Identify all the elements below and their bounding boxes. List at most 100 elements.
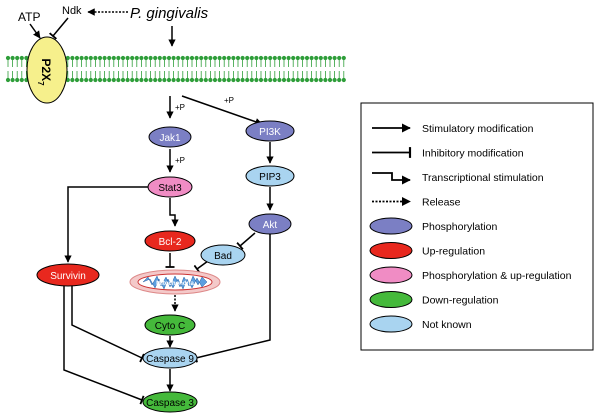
lipid-head [332, 55, 337, 61]
cytoc-label: Cyto C [155, 321, 186, 332]
lipid-head [176, 77, 181, 83]
lipid-head [235, 77, 241, 83]
lipid-head [189, 55, 195, 61]
bcl2-label: Bcl-2 [159, 237, 182, 248]
legend-label: Transcriptional stimulation [422, 172, 544, 184]
pathway-edges [63, 95, 274, 405]
pip3-label: PIP3 [259, 172, 281, 183]
lipid-head [74, 55, 80, 61]
lipid-head [309, 55, 314, 61]
lipid-head [93, 55, 98, 61]
lipid-head [226, 77, 231, 83]
lipid-head [304, 55, 310, 61]
lipid-head [15, 55, 20, 61]
lipid-head [323, 55, 328, 61]
lipid-head [341, 77, 346, 83]
phosphorylation-label-2: +P [224, 96, 234, 105]
lipid-head [5, 77, 11, 83]
lipid-head [295, 77, 300, 83]
lipid-head [263, 55, 268, 61]
lipid-head [88, 55, 93, 61]
lipid-head [139, 55, 144, 61]
lipid-head [70, 55, 75, 61]
lipid-head [341, 55, 346, 61]
survivin-label: Survivin [50, 271, 86, 282]
legend-item: Phosphorylation [369, 217, 497, 235]
lipid-head [194, 55, 199, 61]
lipid-head [231, 55, 236, 61]
p2x7-receptor: P2X7 [26, 36, 68, 104]
receptor-to-pi3k-arrow [181, 95, 263, 126]
lipid-head [116, 55, 121, 61]
lipid-head [249, 77, 254, 83]
lipid-head [318, 55, 323, 61]
ndk-inhibits-receptor-bar [48, 17, 69, 40]
survivin-inhibits-caspase3 [63, 286, 145, 405]
caspase3-label: Caspase 3 [146, 398, 194, 409]
node-stat3: Stat3 [147, 176, 193, 198]
lipid-head [314, 55, 319, 61]
lipid-head [263, 77, 268, 83]
node-mitochondria: Mitochondria [129, 269, 221, 295]
legend-label: Phosphorylation [422, 221, 497, 233]
lipid-head [327, 55, 333, 61]
lipid-head [199, 55, 204, 61]
lipid-head [166, 77, 172, 83]
lipid-head [171, 77, 176, 83]
lipid-head [5, 55, 11, 61]
legend-label: Not known [422, 319, 472, 331]
lipid-head [208, 77, 213, 83]
receptor-label: P2X [39, 58, 53, 81]
lipid-head [327, 77, 333, 83]
legend-label: Inhibitory modification [422, 148, 524, 160]
lipid-head [240, 77, 245, 83]
lipid-head [291, 55, 296, 61]
lipid-head [10, 77, 15, 83]
cell-membrane [5, 55, 346, 83]
lipid-head [24, 55, 29, 61]
phosphorylation-label-3: +P [175, 156, 185, 165]
lipid-head [212, 55, 218, 61]
receptor-subscript: 7 [36, 81, 45, 86]
node-bcl2: Bcl-2 [144, 230, 196, 252]
lipid-head [300, 55, 305, 61]
lipid-head [162, 77, 167, 83]
red-ellipse-icon [369, 242, 413, 259]
lipid-head [97, 55, 103, 61]
lipid-head [272, 55, 277, 61]
legend-item: Not known [369, 315, 472, 333]
lipid-head [212, 77, 218, 83]
lipid-head [245, 77, 250, 83]
pathogen-label: P. gingivalis [130, 5, 209, 22]
legend-item: Down-regulation [369, 291, 499, 308]
node-akt: Akt [248, 213, 292, 235]
lipid-head [148, 77, 153, 83]
atp-to-receptor-arrow [29, 23, 41, 39]
lightblue-ellipse-icon [369, 315, 413, 333]
lipid-head [185, 77, 190, 83]
lipid-head [189, 77, 195, 83]
lipid-head [157, 77, 162, 83]
lipid-head [70, 77, 75, 83]
lipid-head [286, 55, 291, 61]
lipid-head [130, 55, 135, 61]
lipid-head [166, 55, 172, 61]
legend-item: Up-regulation [369, 242, 485, 259]
lipid-head [176, 55, 181, 61]
lipid-head [143, 77, 149, 83]
legend-item: Phosphorylation & up-regulation [369, 266, 572, 284]
lipid-head [268, 77, 273, 83]
mitochondria-label: Mitochondria [156, 281, 194, 287]
legend-item: Transcriptional stimulation [372, 172, 544, 185]
lipid-head [79, 55, 84, 61]
lipid-head [300, 77, 305, 83]
lipid-head [84, 55, 89, 61]
lipid-head [157, 55, 162, 61]
legend-item: Release [372, 197, 461, 209]
atp-label: ATP [18, 10, 40, 24]
lipid-head [120, 77, 126, 83]
legend-label: Phosphorylation & up-regulation [422, 270, 572, 282]
lipid-head [272, 77, 277, 83]
